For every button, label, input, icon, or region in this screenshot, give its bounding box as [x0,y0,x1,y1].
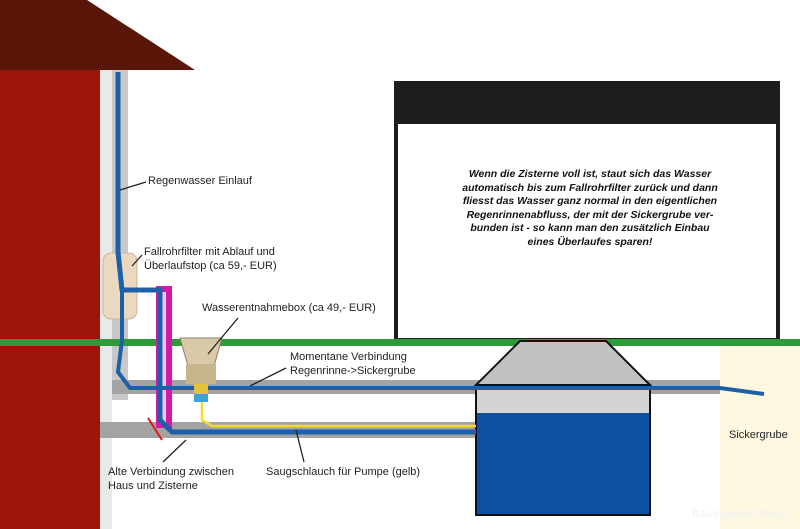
callout-verbindung [249,367,287,387]
label-fallrohrfilter-line1: Fallrohrfilter mit Ablauf und [144,246,275,258]
info-line: bunden ist - so kann man den zusätzlich … [470,222,710,234]
callout-alte [162,439,187,463]
wasserentnahmebox-cap [194,394,208,402]
info-text: Wenn die Zisterne voll ist, staut sich d… [440,168,740,249]
ground-line [0,339,800,346]
magenta-riser-inner [160,292,166,424]
watermark: Bauexpertenforum [691,508,790,520]
label-fallrohrfilter-line2: Überlaufstop (ca 59,- EUR) [144,260,277,272]
water-line-bypass [116,290,765,396]
callout-saugschlauch [295,429,305,463]
info-line: Wenn die Zisterne voll ist, staut sich d… [468,168,712,180]
label-alte-line2: Haus und Zisterne [108,480,198,492]
label-verbindung-line2: Regenrinne->Sickergrube [290,365,416,377]
house-wall [0,70,100,529]
wasserentnahmebox [179,337,223,367]
callout-fallrohrfilter [131,254,143,267]
label-alte-line1: Alte Verbindung zwischen [108,466,234,478]
info-line: fliesst das Wasser ganz normal in den ei… [462,195,718,207]
old-connection-marker [147,417,163,441]
callout-regenwasser [119,181,147,191]
info-line: eines Überlaufes sparen! [527,235,653,248]
label-wasserentnahme: Wasserentnahmebox (ca 49,- EUR) [202,302,376,314]
cistern-neck [473,340,653,386]
cistern-water [477,413,649,514]
label-sickergrube: Sickergrube [729,429,788,441]
label-verbindung-line1: Momentane Verbindung [290,351,407,363]
sickergrube-area [720,345,800,529]
label-regenwasser: Regenwasser Einlauf [148,175,252,187]
suction-hose [200,392,476,428]
callout-wasserentnahme [207,317,239,355]
info-line: Regenrinnenabfluss, der mit der Sickergr… [466,208,714,221]
house-roof [0,0,195,70]
info-line: automatisch bis zum Fallrohrfilter zurüc… [462,181,718,194]
label-saugschlauch: Saugschlauch für Pumpe (gelb) [266,466,421,478]
wasserentnahmebox-fitting [194,384,208,394]
wasserentnahmebox-body [186,364,216,384]
info-panel-bg [398,124,776,338]
water-line-main [115,72,476,435]
